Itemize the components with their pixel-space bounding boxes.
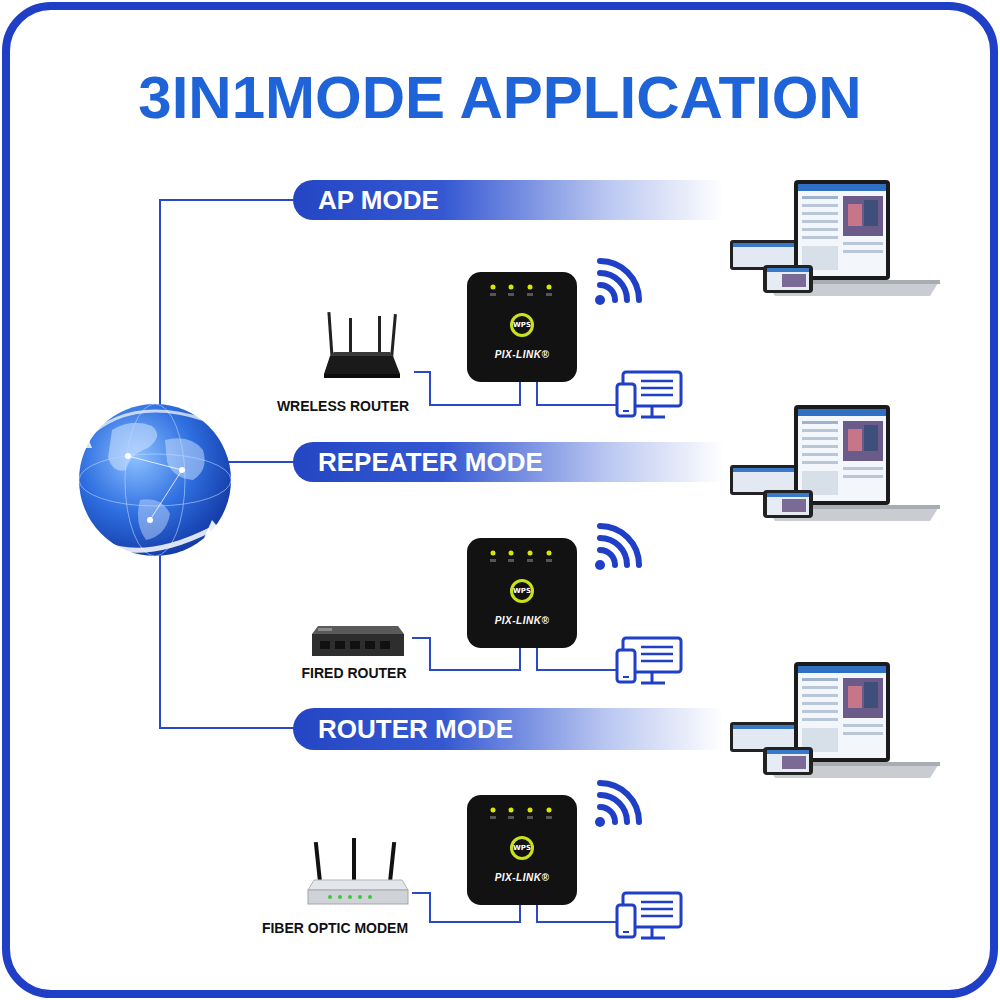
modem-drawing (308, 880, 408, 890)
mode-name: ROUTER MODE (318, 708, 513, 750)
modem-drawing (352, 838, 356, 884)
globe-icon (150, 470, 182, 520)
switch-drawing (320, 641, 330, 649)
switch-drawing (335, 641, 345, 649)
globe-icon (85, 411, 205, 440)
switch-drawing (312, 626, 404, 634)
globe-icon (70, 404, 231, 556)
wireless-router-drawing (390, 314, 397, 358)
switch-drawing (312, 634, 404, 656)
globe-icon (128, 456, 182, 470)
screen-icon (617, 893, 681, 938)
source-device: WRELESS ROUTER (272, 306, 414, 414)
client-devices (730, 180, 940, 296)
diagram-title: 3IN1MODE APPLICATION (0, 62, 1000, 134)
mode-banner: AP MODE (293, 180, 723, 220)
wireless-router-drawing (324, 312, 400, 378)
mode-name: REPEATER MODE (318, 442, 543, 482)
device-name: FIRED ROUTER (276, 665, 432, 681)
extender-body (467, 272, 577, 905)
wifi-symbol (595, 783, 639, 827)
wifi-symbol (595, 526, 639, 570)
mode-banner: ROUTER MODE (293, 708, 723, 750)
mode-name: AP MODE (318, 180, 439, 220)
wifi-symbol (595, 261, 639, 305)
wireless-router-drawing (324, 356, 400, 374)
source-device: FIBER OPTIC MODEM (258, 835, 412, 936)
client-wires (537, 648, 617, 670)
modem-drawing (388, 842, 396, 884)
connector-wire (412, 638, 520, 670)
client-wires (537, 382, 617, 405)
client-devices (730, 405, 940, 521)
trunk-lines (228, 461, 295, 463)
modem-drawing (308, 890, 408, 904)
extender-body (467, 538, 577, 648)
wps-button: WPS (510, 836, 534, 860)
switch-drawing (365, 641, 375, 649)
mode-banner: REPEATER MODE (293, 442, 723, 482)
modem-drawing (314, 842, 322, 884)
wireless-router-drawing (324, 374, 400, 378)
connector-wire (412, 893, 520, 922)
modem-drawing (308, 838, 408, 904)
source-device: FIRED ROUTER (296, 615, 412, 681)
modem-drawing (358, 895, 362, 899)
connector-wire (414, 372, 520, 405)
switch-drawing (380, 641, 390, 649)
wireless-router-drawing (330, 352, 393, 356)
extender-device: WPS PIX-LINK® (467, 795, 577, 905)
client-devices (730, 662, 940, 778)
modem-drawing (348, 895, 352, 899)
trunk-lines (160, 200, 295, 408)
wireless-router-drawing (378, 316, 381, 358)
client-wires (537, 905, 617, 922)
globe-icon (79, 454, 231, 506)
client-devices (730, 180, 940, 778)
wps-button: WPS (510, 579, 534, 603)
globe-icon (75, 432, 92, 448)
outer-frame (6, 6, 994, 994)
globe-icon (70, 520, 210, 550)
globe-icon (79, 404, 231, 556)
brand-name: PIX-LINK® (467, 349, 577, 360)
brand-name: PIX-LINK® (467, 872, 577, 883)
device-name: FIBER OPTIC MODEM (238, 920, 432, 936)
globe-icon (125, 404, 185, 556)
screen-icon (617, 638, 681, 683)
modem-drawing (338, 895, 342, 899)
extender-device: WPS PIX-LINK® (467, 538, 577, 648)
globe-icon (204, 520, 222, 538)
switch-drawing (312, 626, 404, 656)
screen-icon (617, 372, 681, 417)
switch-drawing (350, 641, 360, 649)
extender-body (467, 272, 577, 382)
extender-body (467, 795, 577, 905)
wireless-router-drawing (327, 312, 333, 358)
brand-name: PIX-LINK® (467, 615, 577, 626)
device-name: WRELESS ROUTER (252, 398, 434, 414)
trunk-lines (160, 552, 295, 728)
wps-button: WPS (510, 313, 534, 337)
extender-device: WPS PIX-LINK® (467, 272, 577, 382)
switch-drawing (318, 628, 332, 631)
modem-drawing (368, 895, 372, 899)
modem-drawing (328, 895, 332, 899)
